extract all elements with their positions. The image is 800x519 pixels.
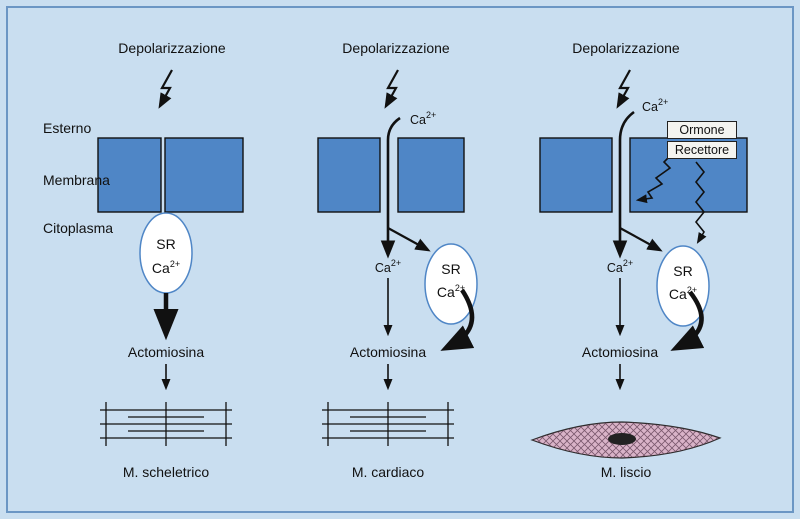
arrow-to-sr (619, 227, 663, 252)
receptor-signal-path (635, 149, 677, 204)
row-label-citoplasma: Citoplasma (43, 220, 114, 236)
sarcomere-icon (322, 402, 454, 446)
actomiosina-label: Actomiosina (349, 344, 427, 360)
caption-cardiac: M. cardiaco (351, 464, 425, 480)
column-skeletal (97, 69, 244, 446)
curved-arrow-icon (440, 288, 475, 351)
sarcoplasmic-reticulum (424, 243, 478, 325)
membrane-block-right (397, 137, 465, 213)
receptor-box: Recettore (667, 141, 737, 159)
curved-arrow-icon (670, 290, 705, 351)
actomiosina-label: Actomiosina (581, 344, 659, 360)
calcium-influx-label: Ca2+ (642, 97, 669, 114)
membrane-block-left (539, 137, 613, 213)
sarcoplasmic-reticulum (139, 212, 193, 294)
column-title-cardiac: Depolarizzazione (342, 40, 450, 56)
sr-label: SR (673, 263, 693, 279)
column-title-smooth: Depolarizzazione (572, 40, 680, 56)
actomiosina-label: Actomiosina (127, 344, 205, 360)
membrane-block-left (97, 137, 162, 213)
calcium-channel-path (380, 116, 401, 259)
cytoplasm-calcium-label: Ca2+ (374, 258, 402, 275)
hormone-box: Ormone (667, 121, 737, 139)
outer-frame (6, 6, 794, 513)
receptor-signal-path (694, 161, 707, 244)
lightning-icon (616, 69, 631, 109)
row-label-membrana: Membrana (43, 172, 110, 188)
arrow-to-sr (387, 227, 431, 252)
sr-calcium-label: Ca2+ (151, 259, 181, 276)
membrane-block-right (164, 137, 244, 213)
sr-label: SR (441, 261, 461, 277)
calcium-influx-label: Ca2+ (410, 110, 437, 127)
sarcomere-icon (100, 402, 232, 446)
sr-calcium-label: Ca2+ (668, 285, 698, 302)
cytoplasm-calcium-label: Ca2+ (606, 258, 634, 275)
calcium-channel-path (612, 110, 635, 259)
lightning-icon (158, 69, 173, 109)
row-label-esterno: Esterno (43, 120, 92, 136)
lightning-icon (384, 69, 399, 109)
membrane-block-left (317, 137, 381, 213)
caption-smooth: M. liscio (600, 464, 652, 480)
sr-label: SR (156, 236, 176, 252)
sr-calcium-label: Ca2+ (436, 283, 466, 300)
caption-skeletal: M. scheletrico (122, 464, 210, 480)
column-title-skeletal: Depolarizzazione (118, 40, 226, 56)
smooth-muscle-cell-icon (530, 421, 722, 459)
column-cardiac (317, 69, 478, 446)
